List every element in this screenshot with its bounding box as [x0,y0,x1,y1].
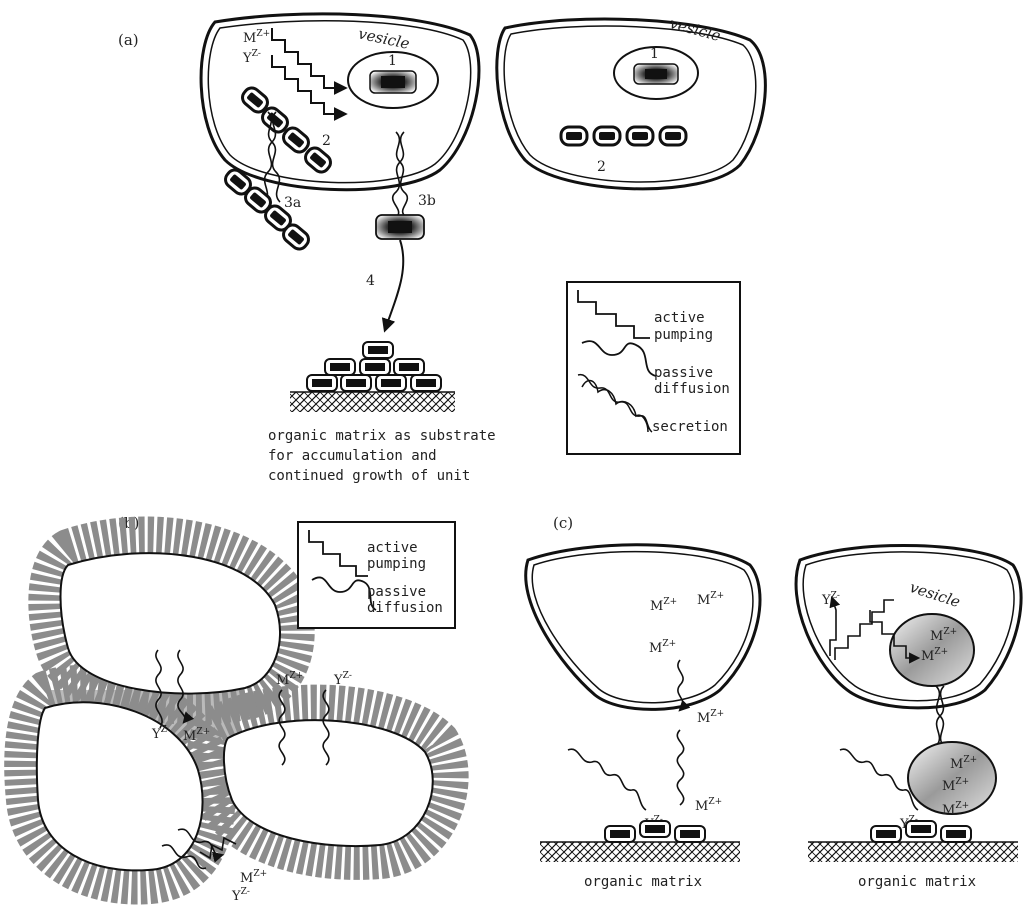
caption-line-3: continued growth of unit [268,468,470,484]
panel-c-vesicle-label: vesicle [908,578,963,611]
panel-c-vesicle-upper [889,613,975,687]
active-pump-arrow-1 [271,28,348,95]
panel-c-cell-left-outer [524,543,762,711]
panel-c-crystals-left [604,820,706,843]
panel-c-matrix-right: organic matrix [858,874,976,890]
vesicle-left-label: vesicle [357,24,412,52]
legend-a-active-1: active [654,310,705,326]
legend-a-active-icon [577,290,650,339]
panel-c-matrix-left: organic matrix [584,874,702,890]
legend-a-passive-icon [581,340,657,377]
active-pump-arrow-2 [271,55,348,121]
step-3b-label: 3b [418,193,436,209]
panel-b-cell-bottom-left [35,701,204,872]
step-4-arrow [381,239,405,333]
legend-b-box [297,521,456,629]
panel-c-ves-ion-1: MZ+ [930,627,957,644]
panel-c-ves-ion-3: MZ+ [950,755,977,772]
panel-b-cell-bottom-right [222,719,434,848]
legend-a-secretion: secretion [652,419,728,435]
panel-c-cell-right-inner [802,551,1015,702]
legend-a-passive-2: diffusion [654,381,730,397]
substrate-a [290,392,455,412]
panel-c-ion-y-top: YZ- [821,591,840,608]
cell-right-inner [503,25,757,183]
caption-line-1: organic matrix as substrate [268,428,496,444]
legend-a-secretion-icon [577,374,653,433]
panel-c-ion-m-c: MZ+ [649,639,676,656]
legend-b-active-icon [308,530,368,577]
panel-b-cell-top [59,552,282,695]
secretion-helix-3b [391,131,409,216]
caption-line-2: for accumulation and [268,448,437,464]
chain-right-number: 2 [597,159,606,175]
panel-b-transport-waves [155,649,330,870]
panel-c-diffusion-y-left [567,748,647,811]
panel-b-ion-m-3: MZ+ [240,869,267,886]
panel-c-diffusion-down [676,729,685,806]
panel-c-ves-ion-2: MZ+ [921,647,948,664]
panel-c-diffusion-y-right [839,748,919,811]
ion-y-label: YZ- [242,49,261,66]
ion-m-label: MZ+ [243,29,270,46]
crystal-chain-right [559,125,688,147]
legend-b-passive-1: passive [367,584,426,600]
secreted-crystal-3b-core [388,221,412,233]
step-4-label: 4 [366,273,375,289]
crystal-stack [306,341,442,392]
chain-2-number: 2 [322,133,331,149]
panel-c-active-1 [834,599,894,660]
panel-c-crystals-right [870,820,972,843]
panel-c-ion-m-d: MZ+ [697,709,724,726]
panel-c-ion-m-e: MZ+ [695,797,722,814]
panel-b-ion-m-2: MZ+ [276,671,303,688]
panel-c-diffusion-out [677,659,691,712]
legend-a-active-2: pumping [654,327,713,343]
panel-c-active-3 [869,610,921,664]
panel-c-substrate-left [540,842,740,862]
panel-c-ion-m-a: MZ+ [650,597,677,614]
panel-c-label: (c) [553,514,573,532]
panel-b-ion-m-1: MZ+ [183,727,210,744]
vesicle-right-label: vesicle [668,14,723,45]
panel-c-cell-right-outer [794,543,1023,710]
legend-b-active-1: active [367,540,418,556]
panel-a-label: (a) [118,31,139,49]
cell-right-outer [495,17,767,191]
vesicle-right-number: 1 [650,46,659,62]
panel-c-substrate-right [808,842,1018,862]
legend-a-passive-1: passive [654,365,713,381]
secretion-helix-3a [263,111,281,203]
step-3a-label: 3a [284,195,301,211]
panel-b-ion-y-2: YZ- [333,671,352,688]
panel-c-cell-left-inner [531,550,754,704]
legend-b-active-2: pumping [367,556,426,572]
cell-left-outer [199,12,481,192]
panel-c-ves-ion-4: MZ+ [942,777,969,794]
legend-b-passive-icon [311,576,377,611]
legend-a-box [566,281,741,455]
crystal-chain-2 [237,83,336,177]
panel-b-ion-y-3: YZ- [231,887,250,904]
panel-c-ion-m-b: MZ+ [697,591,724,608]
vesicle-left-number: 1 [388,53,397,69]
panel-c-ves-ion-5: MZ+ [942,801,969,818]
vesicle-left-crystal-core [381,76,405,88]
panel-c-vesicle-lower [907,741,997,815]
legend-b-passive-2: diffusion [367,600,443,616]
panel-c-active-2 [829,595,841,656]
cell-left-inner [207,19,472,184]
panel-b-ion-y-1: YZ- [151,725,170,742]
